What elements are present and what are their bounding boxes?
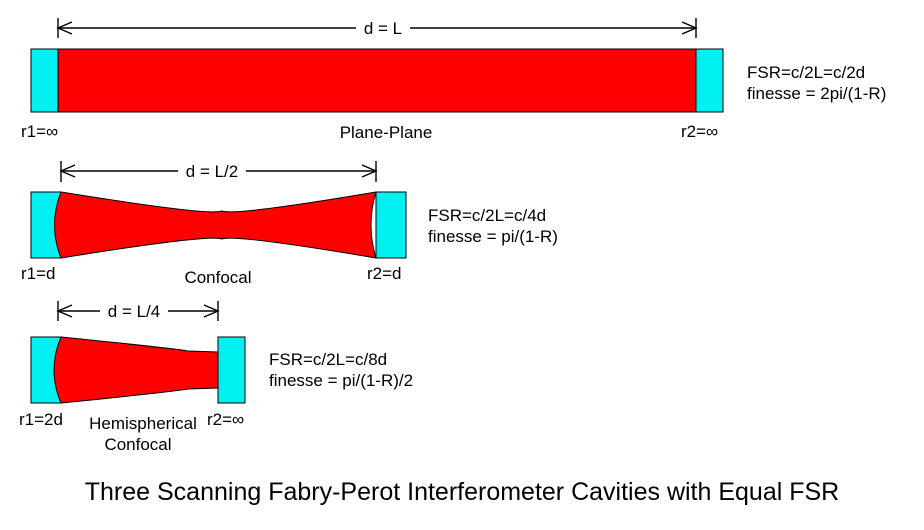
mirror-right-3 bbox=[217, 336, 246, 404]
cavity-plane-plane: d = L r1=∞ Plane-Plane r2=∞ FSR=c/2L=c/2… bbox=[21, 18, 886, 142]
mirror-right-2 bbox=[375, 191, 407, 259]
beam-plane-plane bbox=[57, 48, 697, 113]
distance-arrow-3: d = L/4 bbox=[56, 301, 220, 321]
r2-label-3: r2=∞ bbox=[207, 410, 244, 429]
fsr-label-3: FSR=c/2L=c/8d bbox=[269, 350, 387, 369]
distance-label-1: d = L bbox=[364, 19, 402, 38]
cavity-confocal: d = L/2 r1=d Confocal r2=d FSR=c/2L=c/4d… bbox=[21, 161, 558, 287]
beam-confocal bbox=[54, 191, 377, 259]
cavity-name-2: Confocal bbox=[184, 268, 251, 287]
r1-label-3: r1=2d bbox=[19, 410, 63, 429]
finesse-label-2: finesse = pi/(1-R) bbox=[428, 227, 558, 246]
r1-label-2: r1=d bbox=[21, 264, 56, 283]
cavity-name-3-line1: Hemispherical bbox=[89, 414, 197, 433]
finesse-label-3: finesse = pi/(1-R)/2 bbox=[269, 371, 413, 390]
r2-label-1: r2=∞ bbox=[681, 122, 718, 141]
r1-label-1: r1=∞ bbox=[21, 122, 58, 141]
mirror-right-1 bbox=[695, 48, 724, 113]
distance-arrow-1: d = L bbox=[56, 18, 698, 38]
distance-label-2: d = L/2 bbox=[186, 162, 238, 181]
fsr-label-1: FSR=c/2L=c/2d bbox=[747, 63, 865, 82]
r2-label-2: r2=d bbox=[367, 264, 402, 283]
distance-arrow-2: d = L/2 bbox=[59, 161, 378, 182]
cavity-hemispherical-confocal: d = L/4 r1=2d Hemispherical Confocal r2=… bbox=[19, 301, 413, 454]
cavity-name-3-line2: Confocal bbox=[104, 435, 171, 454]
diagram-caption: Three Scanning Fabry-Perot Interferomete… bbox=[85, 478, 839, 506]
distance-label-3: d = L/4 bbox=[108, 302, 160, 321]
mirror-left-1 bbox=[30, 48, 59, 113]
beam-hemispherical bbox=[53, 336, 219, 404]
cavity-name-1: Plane-Plane bbox=[340, 123, 433, 142]
finesse-label-1: finesse = 2pi/(1-R) bbox=[747, 84, 886, 103]
fsr-label-2: FSR=c/2L=c/4d bbox=[428, 206, 546, 225]
